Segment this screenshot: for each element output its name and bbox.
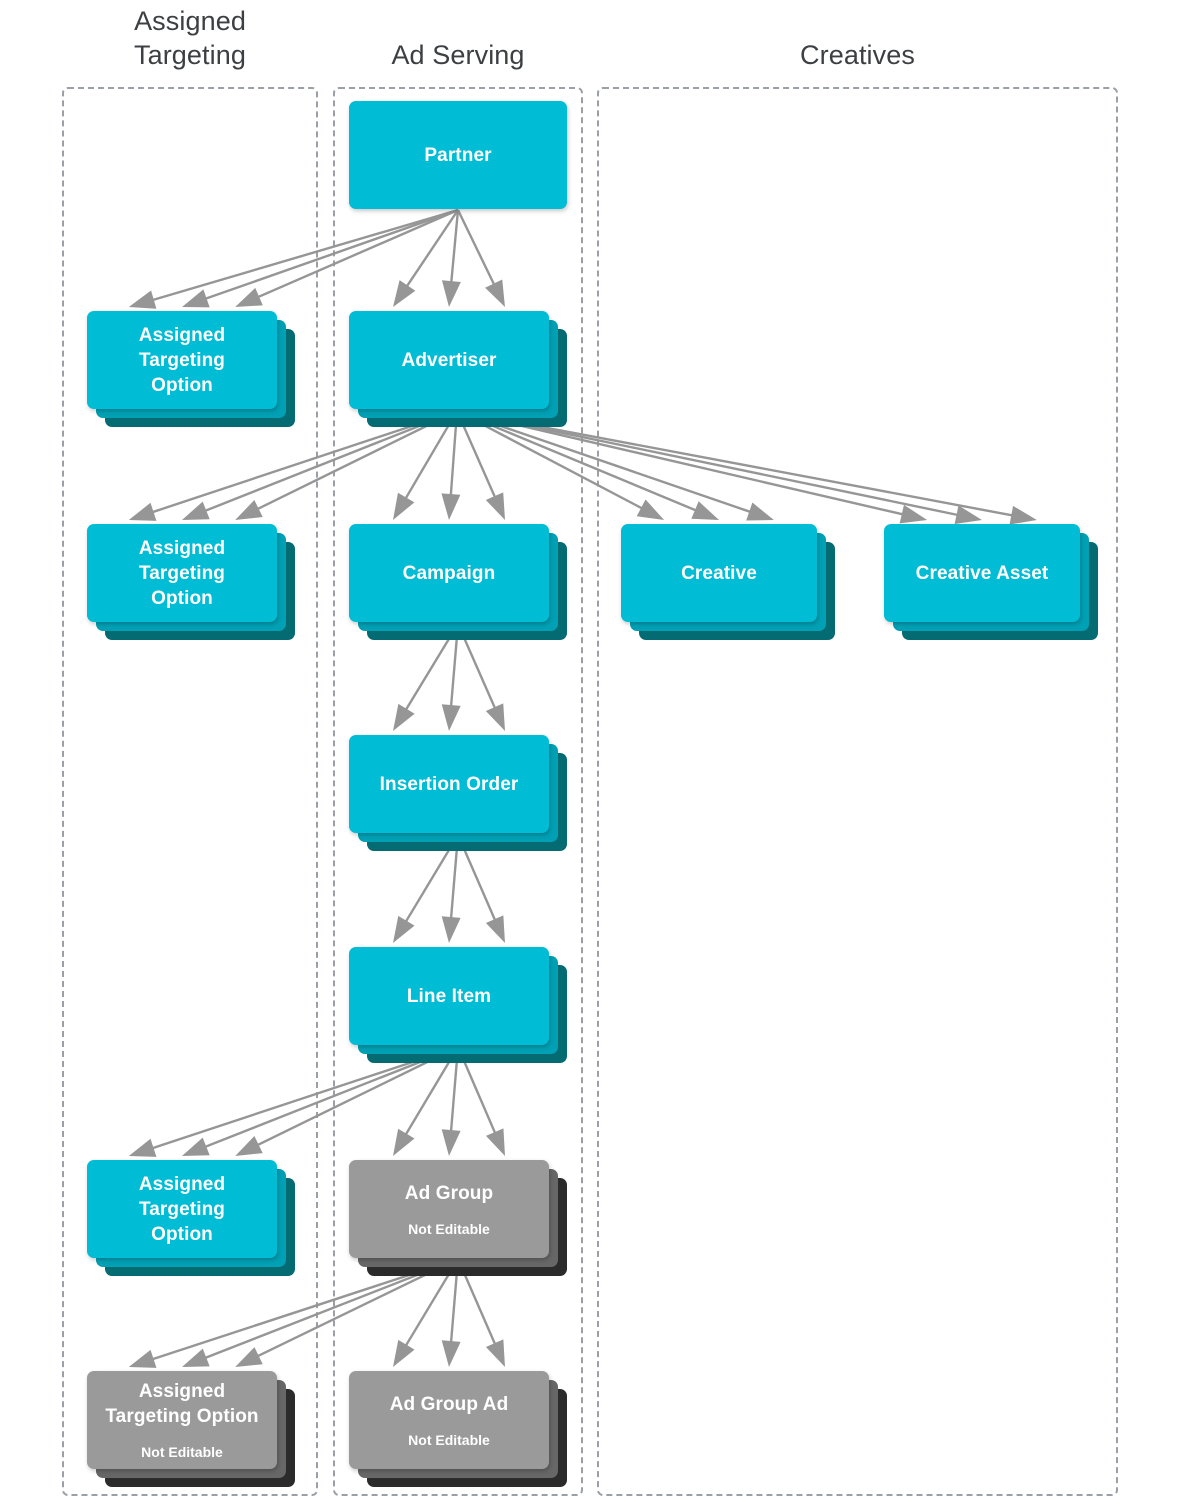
node-label: Ad Group [404,1182,494,1204]
node-label: Partner [424,144,492,166]
node-label: Assigned Targeting Option [105,1381,259,1427]
node-not-editable-badge: Not Editable [408,1220,490,1237]
node-advertiser[interactable]: Advertiser [349,311,567,427]
node-face[interactable]: Creative [621,524,817,622]
node-face[interactable]: Creative Asset [884,524,1080,622]
node-assigned-targeting-option-advertiser[interactable]: Assigned Targeting Option [87,524,295,640]
node-not-editable-badge: Not Editable [141,1444,223,1460]
node-label: Advertiser [401,349,497,371]
node-face[interactable]: Insertion Order [349,735,549,833]
node-face[interactable]: Assigned Targeting Option [87,311,277,409]
node-label: Ad Group Ad [389,1393,509,1415]
node-label: Assigned Targeting Option [138,537,226,609]
node-creative-asset[interactable]: Creative Asset [884,524,1098,640]
node-line-item[interactable]: Line Item [349,947,567,1063]
node-label: Creative [681,562,757,584]
node-creative[interactable]: Creative [621,524,835,640]
node-insertion-order[interactable]: Insertion Order [349,735,567,851]
node-face[interactable]: Partner [349,101,567,209]
column-title-assigned-targeting: Assigned Targeting [134,6,246,70]
lane-ad-serving [333,87,583,1496]
node-assigned-targeting-option-line-item[interactable]: Assigned Targeting Option [87,1160,295,1276]
node-label: Line Item [406,985,492,1007]
node-face[interactable]: Line Item [349,947,549,1045]
node-face[interactable]: Advertiser [349,311,549,409]
node-assigned-targeting-option-partner[interactable]: Assigned Targeting Option [87,311,295,427]
node-not-editable-badge: Not Editable [408,1431,490,1448]
node-label: Assigned Targeting Option [138,1173,226,1245]
lane-creatives [597,87,1118,1496]
node-face[interactable]: Assigned Targeting Option [87,1160,277,1258]
node-partner[interactable]: Partner [349,101,567,209]
column-title-ad-serving: Ad Serving [391,40,525,70]
lane-assigned-targeting [62,87,318,1496]
node-campaign[interactable]: Campaign [349,524,567,640]
node-face[interactable]: Ad Group Ad Not Editable [349,1371,549,1469]
node-label: Campaign [402,562,496,584]
node-face[interactable]: Assigned Targeting Option [87,524,277,622]
node-label: Creative Asset [915,562,1049,584]
node-label: Assigned Targeting Option [138,324,226,396]
node-ad-group-ad[interactable]: Ad Group Ad Not Editable [349,1371,567,1487]
node-label: Insertion Order [379,773,519,795]
node-face[interactable]: Campaign [349,524,549,622]
column-title-creatives: Creatives [800,40,915,70]
